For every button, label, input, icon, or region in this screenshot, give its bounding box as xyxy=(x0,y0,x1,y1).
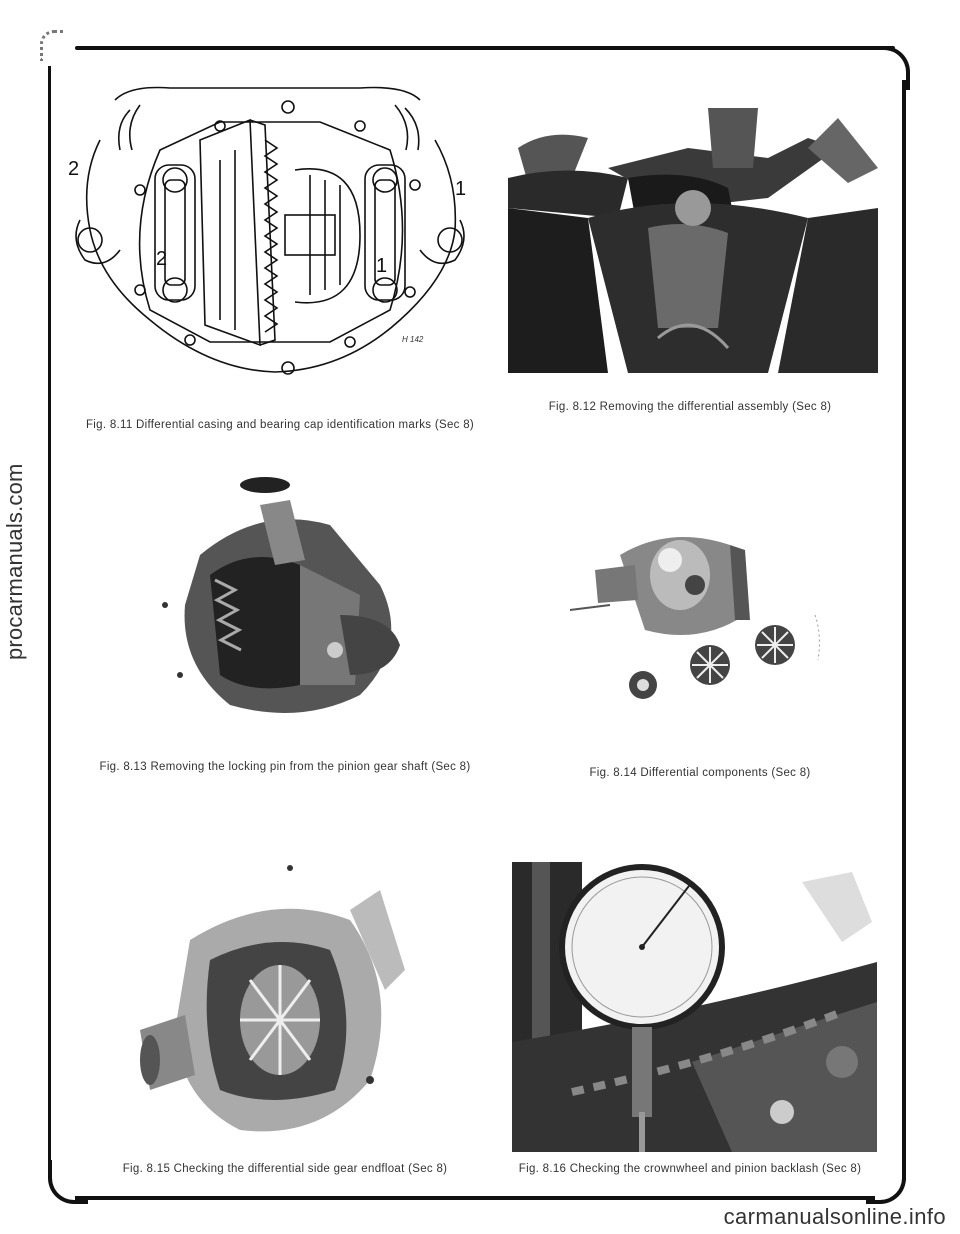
diagram-differential-casing: 2 1 2 1 H 142 xyxy=(68,86,466,375)
caption-fig-8-13: Fig. 8.13 Removing the locking pin from … xyxy=(99,761,471,773)
photo-side-gear-endfloat xyxy=(120,850,420,1160)
figure-reference: H 142 xyxy=(402,335,424,344)
mark-right-outer: 1 xyxy=(455,178,466,200)
frame-border-right xyxy=(902,80,906,1180)
caption-fig-8-16: Fig. 8.16 Checking the crownwheel and pi… xyxy=(518,1163,862,1175)
caption-fig-8-12: Fig. 8.12 Removing the differential asse… xyxy=(548,401,832,413)
caption-fig-8-11: Fig. 8.11 Differential casing and bearin… xyxy=(85,419,475,431)
photo-removing-differential xyxy=(508,108,878,373)
photo-differential-components xyxy=(560,485,840,735)
frame-corner-top-right xyxy=(870,46,910,90)
caption-fig-8-14: Fig. 8.14 Differential components (Sec 8… xyxy=(589,767,811,779)
frame-border-bottom xyxy=(75,1196,875,1200)
figure-8-15 xyxy=(120,850,420,1160)
figure-8-13 xyxy=(140,475,420,735)
figure-8-12 xyxy=(508,108,878,373)
figure-8-14 xyxy=(560,485,840,735)
watermark-side: procarmanuals.com xyxy=(2,463,27,660)
frame-border-top xyxy=(75,46,895,50)
frame-corner-bottom-left xyxy=(48,1160,88,1204)
frame-corner-bottom-right xyxy=(866,1160,906,1204)
watermark-bottom: carmanualsonline.info xyxy=(723,1204,946,1229)
frame-border-left xyxy=(48,66,51,1166)
photo-removing-locking-pin xyxy=(140,475,420,735)
figure-8-16 xyxy=(512,862,877,1152)
frame-corner-top-left xyxy=(40,30,63,61)
mark-right-cap: 1 xyxy=(376,255,387,277)
mark-left-cap: 2 xyxy=(156,248,167,270)
photo-crownwheel-backlash xyxy=(512,862,877,1152)
figure-8-11: 2 1 2 1 H 142 xyxy=(60,80,480,385)
caption-fig-8-15: Fig. 8.15 Checking the differential side… xyxy=(122,1163,448,1175)
mark-left-outer: 2 xyxy=(68,158,79,180)
